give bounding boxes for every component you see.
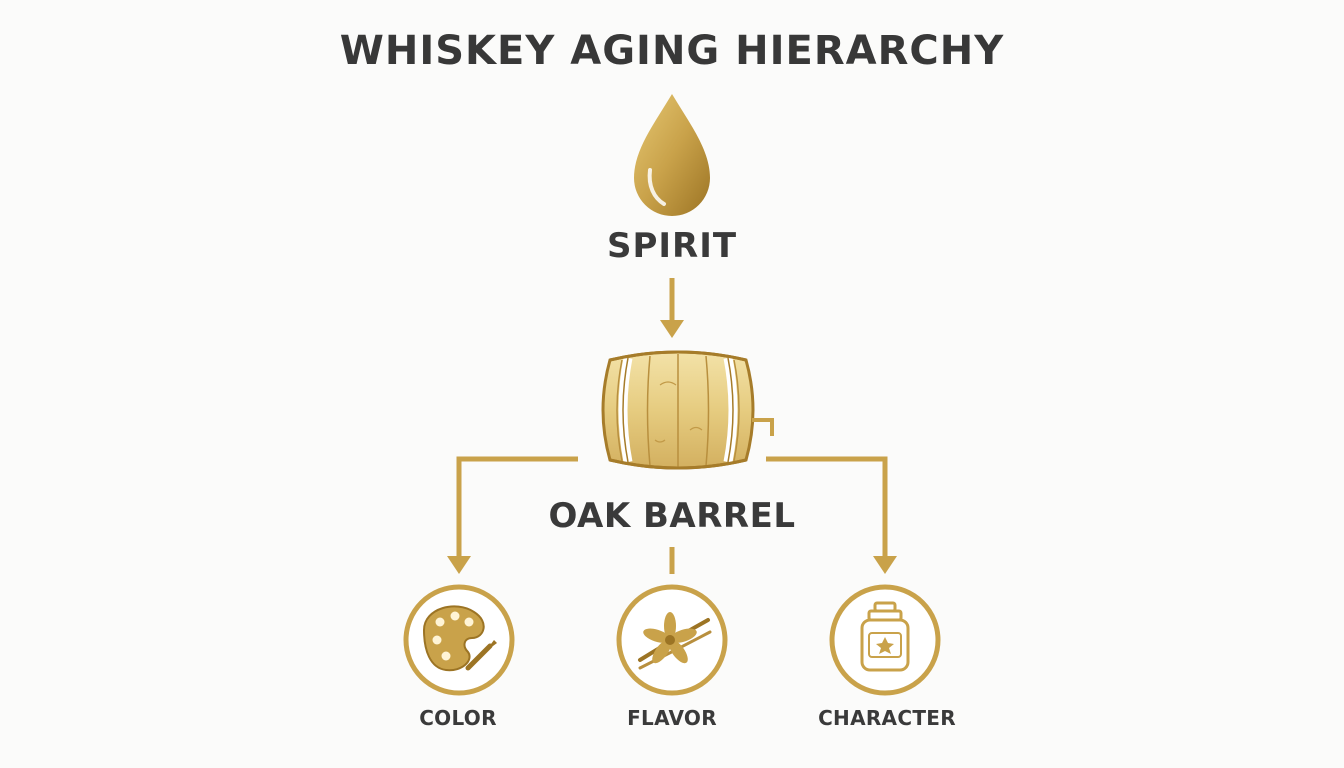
oak-barrel-label: OAK BARREL (548, 496, 796, 536)
arrow-spirit-to-barrel (660, 278, 684, 338)
jar-icon (829, 584, 941, 696)
color-label: COLOR (419, 706, 497, 730)
droplet-icon (634, 94, 710, 216)
diagram-title: WHISKEY AGING HIERARCHY (339, 28, 1005, 74)
barrel-icon (601, 350, 774, 470)
spirit-label: SPIRIT (606, 226, 738, 266)
vanilla-flower-icon (616, 584, 728, 696)
flavor-label: FLAVOR (627, 706, 717, 730)
palette-icon (403, 584, 515, 696)
branch-connectors (456, 456, 888, 574)
character-label: CHARACTER (818, 706, 956, 730)
arrow-to-character (873, 556, 897, 574)
arrow-to-color (447, 556, 471, 574)
